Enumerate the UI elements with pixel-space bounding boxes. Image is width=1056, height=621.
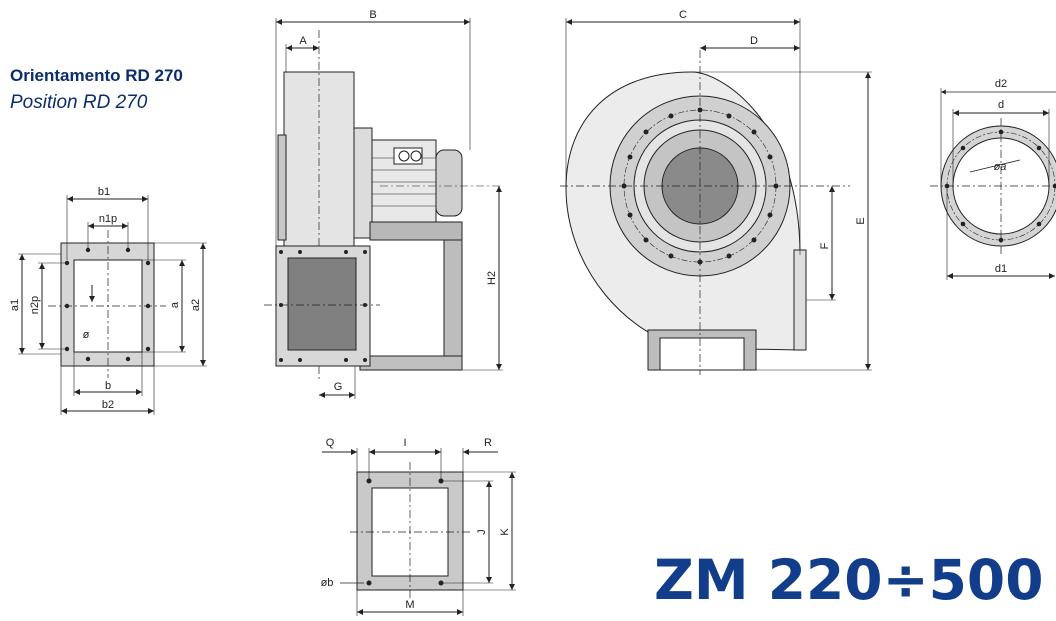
dim-d1: d1: [995, 263, 1007, 275]
dim-d: d: [998, 99, 1004, 111]
dim-a2: a2: [190, 299, 202, 311]
dim-H2: H2: [486, 271, 498, 285]
dim-a1: a1: [9, 299, 21, 311]
base-frame-labels: Q I R J K M øb: [321, 437, 511, 611]
dim-n2p: n2p: [29, 296, 41, 314]
dim-I: I: [403, 437, 406, 449]
front-view-labels: C D E F: [679, 9, 867, 249]
dim-M: M: [405, 599, 414, 611]
inlet-flange-view: [930, 88, 1056, 280]
dim-B: B: [369, 9, 376, 21]
side-view-labels: B A H2 G: [299, 9, 498, 393]
dim-b2: b2: [102, 399, 114, 411]
dim-R: R: [484, 437, 492, 449]
base-frame-view: [322, 448, 516, 616]
dim-E: E: [855, 217, 867, 224]
dim-J: J: [476, 529, 488, 535]
outlet-flange-view: [18, 195, 207, 415]
dim-phi-b: øb: [321, 577, 334, 589]
side-view: [264, 18, 503, 399]
outlet-flange-labels: b1 n1p b b2 a1 n2p a a2 ø: [9, 186, 202, 411]
dim-G: G: [334, 381, 343, 393]
dim-b: b: [105, 380, 111, 392]
dim-phi: ø: [83, 329, 90, 341]
inlet-flange-labels: d2 d d1 øa: [994, 78, 1008, 275]
dim-phi-a: øa: [994, 161, 1007, 173]
orientation-title-english: Position RD 270: [10, 92, 148, 113]
dim-C: C: [679, 9, 687, 21]
orientation-title-italian: Orientamento RD 270: [10, 66, 183, 85]
dim-d2: d2: [995, 78, 1007, 90]
dim-D: D: [750, 35, 758, 47]
dim-Q: Q: [326, 437, 335, 449]
dim-K: K: [499, 528, 511, 536]
front-view: [560, 18, 872, 375]
model-range-label: ZM 220÷500: [654, 548, 1044, 612]
dim-a: a: [169, 301, 181, 308]
dim-n1p: n1p: [99, 213, 117, 225]
dim-A: A: [299, 35, 307, 47]
dim-F: F: [819, 242, 831, 249]
dim-b1: b1: [98, 186, 110, 198]
